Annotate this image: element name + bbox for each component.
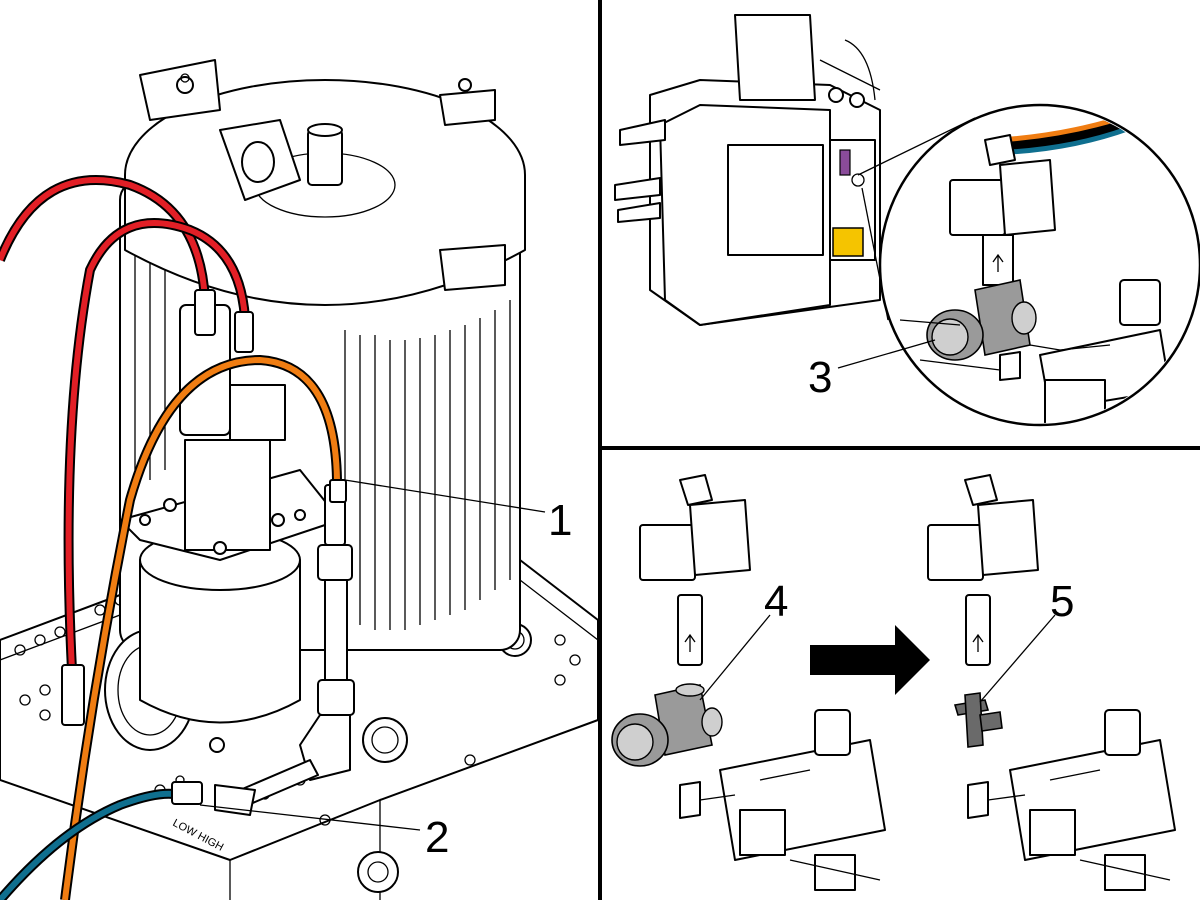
hose-fittings [61, 289, 347, 805]
pump-assembly-panel: LOW HIGH [0, 59, 599, 900]
leader-line-3 [837, 339, 936, 369]
leader-line-5 [979, 614, 1056, 703]
leader-line-2 [199, 804, 421, 831]
valve-assembly-after [927, 474, 1176, 891]
regulator-replacement-panel: 4 5 [611, 474, 1176, 891]
blue-hose [0, 788, 182, 900]
machine-valve-panel: 3 [614, 14, 1200, 427]
callout-5: 5 [1050, 577, 1074, 626]
right-arrow-icon [810, 625, 930, 695]
motor-top-cover [124, 59, 526, 306]
leader-line-1 [344, 479, 546, 513]
callout-2: 2 [425, 813, 449, 862]
zoom-line-top [857, 117, 976, 176]
callout-4: 4 [764, 577, 788, 626]
callout-1: 1 [548, 496, 572, 545]
machine-enclosure [614, 14, 881, 326]
leader-line-4 [699, 614, 771, 701]
pump-body [104, 304, 341, 753]
zoom-detail-circle [878, 103, 1200, 427]
red-hose-b [63, 218, 250, 671]
red-hose-a [0, 175, 210, 301]
orange-hose [60, 354, 342, 900]
callout-3: 3 [808, 353, 832, 402]
valve-assembly-before [611, 474, 886, 891]
